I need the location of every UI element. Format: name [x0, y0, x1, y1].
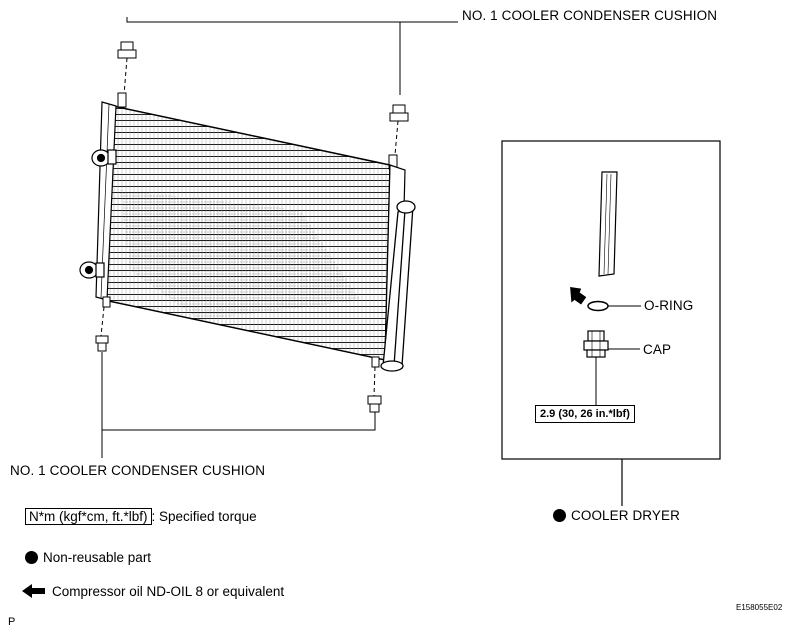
o-ring-part — [570, 286, 641, 312]
torque-spec-box: 2.9 (30, 26 in.*lbf) — [535, 405, 635, 423]
image-id: E158055E02 — [736, 603, 783, 612]
oil-arrow-icon — [22, 584, 45, 598]
cushion-top-label: NO. 1 COOLER CONDENSER CUSHION — [462, 8, 718, 23]
legend-non-reusable: Non-reusable part — [25, 550, 151, 565]
cushion-bottom-right — [367, 366, 382, 413]
bottom-cushion-leader — [101, 352, 376, 458]
legend-non-reusable-text: Non-reusable part — [43, 550, 152, 565]
top-cushion-leader — [126, 17, 458, 95]
cap-label: CAP — [643, 342, 672, 357]
condenser-core — [79, 92, 406, 368]
o-ring-label: O-RING — [644, 298, 694, 313]
non-reusable-dot-icon — [553, 509, 566, 522]
legend-torque-unit: N*m (kgf*cm, ft.*lbf) — [25, 508, 152, 525]
oil-arrow-icon — [570, 286, 587, 305]
cooler-dryer-text: COOLER DRYER — [571, 508, 680, 523]
cushion-bottom-left — [95, 306, 109, 352]
cooler-dryer-label: COOLER DRYER — [553, 508, 680, 523]
cap-part — [583, 330, 640, 405]
page-code: P — [8, 616, 16, 628]
cushion-top-left — [117, 41, 137, 96]
cooler-dryer-inset — [501, 140, 721, 506]
receiver-tank — [380, 200, 416, 372]
legend-oil-text: Compressor oil ND-OIL 8 or equivalent — [52, 584, 285, 599]
desiccant-element — [598, 171, 618, 277]
cushion-bottom-label: NO. 1 COOLER CONDENSER CUSHION — [10, 463, 266, 478]
legend-oil: Compressor oil ND-OIL 8 or equivalent — [22, 584, 284, 599]
legend-torque-desc: : Specified torque — [151, 509, 257, 524]
non-reusable-dot-icon — [25, 551, 38, 564]
legend-torque: N*m (kgf*cm, ft.*lbf): Specified torque — [25, 508, 257, 525]
cushion-top-right — [389, 104, 409, 156]
